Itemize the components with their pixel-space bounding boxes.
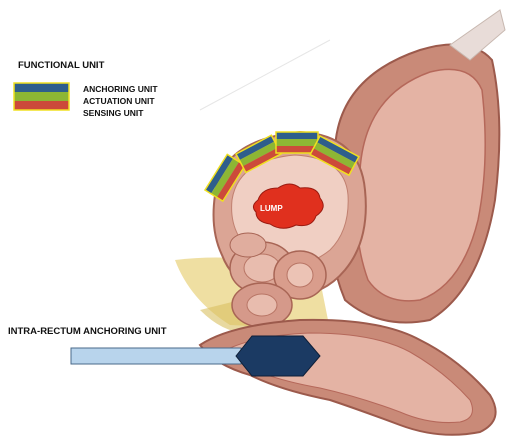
functional-unit-3 <box>276 132 318 153</box>
legend-title: FUNCTIONAL UNIT <box>18 60 104 71</box>
legend-actuation-label: ACTUATION UNIT <box>83 96 155 106</box>
intra-rectum-anchor <box>236 336 320 376</box>
background-sketch <box>200 40 330 110</box>
legend-sensing-label: SENSING UNIT <box>83 108 143 118</box>
anchoring-rod <box>71 348 241 364</box>
legend-swatch <box>14 83 69 110</box>
intra-rectum-label: INTRA-RECTUM ANCHORING UNIT <box>8 324 178 339</box>
legend-anchoring-label: ANCHORING UNIT <box>83 84 158 94</box>
lump-label: LUMP <box>260 204 283 213</box>
legend-color-bands <box>14 83 69 110</box>
